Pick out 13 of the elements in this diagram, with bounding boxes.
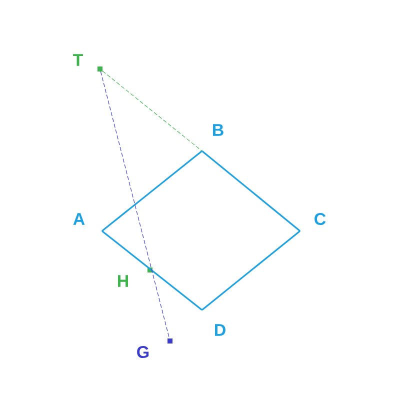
point-label: D [215,324,226,336]
dashed-line [102,70,202,152]
segment [102,230,202,311]
point-label: B [213,124,224,136]
segment [202,230,300,311]
segment [202,150,300,232]
point-label: C [314,212,326,226]
point-label: A [73,213,85,225]
dashed-line [100,71,170,339]
segment [102,150,202,232]
point-label: H [118,275,128,287]
point-label: T [73,54,84,66]
point-label: G [137,346,149,358]
